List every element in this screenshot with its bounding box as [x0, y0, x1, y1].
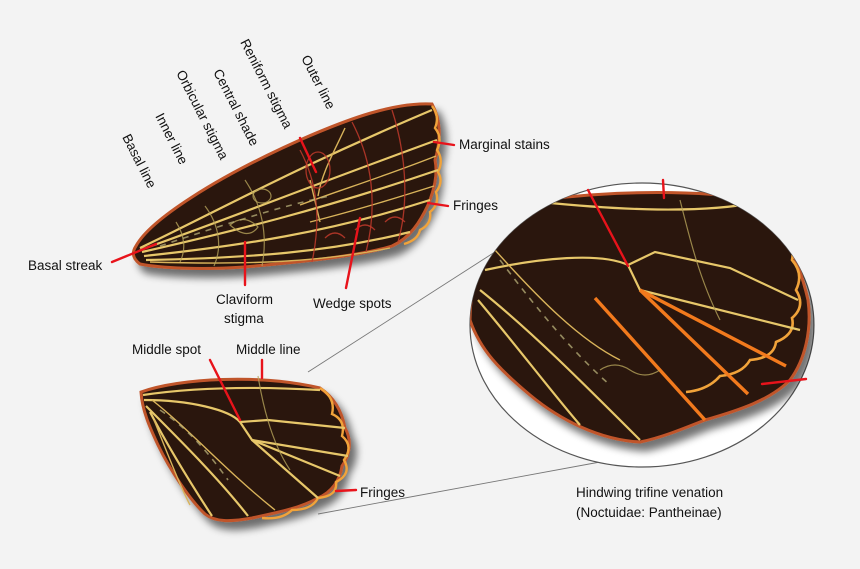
- label-wedge-spots: Wedge spots: [313, 296, 392, 311]
- forewing: [131, 102, 442, 270]
- label-outer-line: Outer line: [298, 53, 338, 112]
- hindwing: [139, 375, 351, 523]
- pointer-lines: [110, 136, 456, 493]
- label-basal-streak: Basal streak: [28, 258, 103, 273]
- label-middle-spot: Middle spot: [132, 342, 201, 357]
- connector-line-lower: [317, 461, 601, 515]
- inset-pointer-right: [760, 377, 808, 386]
- hindwing-fringe: [261, 386, 350, 520]
- label-claviform-line1: Claviform: [216, 292, 273, 307]
- label-marginal-stains: Marginal stains: [459, 137, 550, 152]
- inset-caption-line2: (Noctuidae: Pantheinae): [576, 505, 722, 520]
- label-hindwing-fringes: Fringes: [360, 485, 405, 500]
- label-forewing-fringes: Fringes: [453, 198, 498, 213]
- label-claviform-line2: stigma: [224, 311, 264, 326]
- inset-pointer-diagonal: [586, 188, 630, 268]
- inset-caption-line1: Hindwing trifine venation: [576, 485, 723, 500]
- connector-line-upper: [307, 249, 499, 373]
- forewing-fringe: [403, 105, 442, 246]
- label-middle-line: Middle line: [236, 342, 301, 357]
- label-inner-line: Inner line: [152, 111, 191, 167]
- inset-magnifier: [469, 178, 815, 468]
- inset-pointer-top: [661, 178, 666, 200]
- label-basal-line: Basal line: [119, 132, 159, 191]
